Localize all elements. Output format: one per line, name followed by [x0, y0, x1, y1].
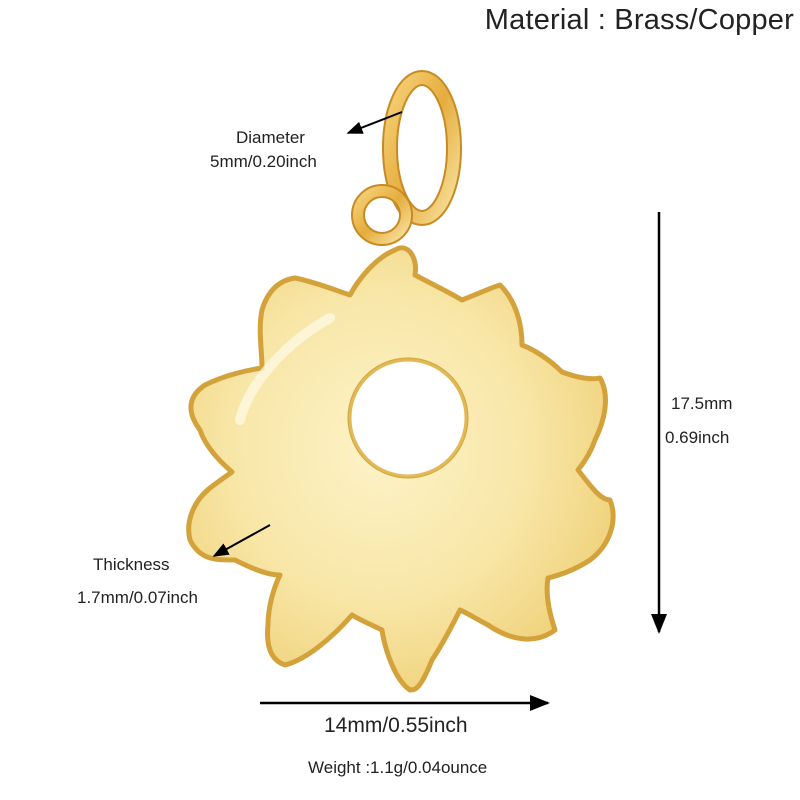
- sun-charm: [186, 245, 616, 693]
- thickness-label: Thickness: [93, 555, 170, 574]
- thickness-arrow: [212, 524, 271, 557]
- jump-ring-small: [351, 184, 413, 246]
- weight-label: Weight :1.1g/0.04ounce: [308, 758, 488, 777]
- jump-ring-large: [382, 70, 462, 226]
- width-label: 14mm/0.55inch: [324, 714, 468, 737]
- height-inch-label: 0.69inch: [665, 428, 730, 447]
- height-mm-label: 17.5mm: [671, 394, 733, 413]
- diameter-arrow: [346, 111, 403, 134]
- material-title: Material : Brass/Copper: [484, 4, 794, 36]
- diameter-value: 5mm/0.20inch: [210, 152, 317, 171]
- thickness-value: 1.7mm/0.07inch: [77, 588, 198, 607]
- diameter-label: Diameter: [236, 128, 305, 147]
